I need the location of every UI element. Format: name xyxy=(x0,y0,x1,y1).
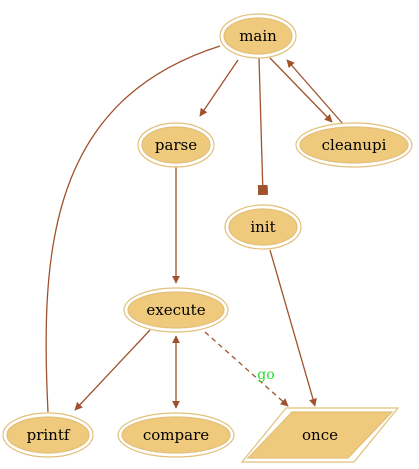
node-compare: compare xyxy=(117,412,235,458)
node-execute-shape xyxy=(127,291,225,329)
node-main-outer-border xyxy=(219,13,297,59)
node-init: init xyxy=(224,204,302,250)
node-printf: printf xyxy=(2,412,94,458)
edge-printf-to-main xyxy=(45,45,221,413)
node-cleanup: cleanupi xyxy=(295,122,413,168)
node-once-label: once xyxy=(302,426,338,444)
edge-main-to-cleanup xyxy=(269,57,333,123)
node-once: once xyxy=(240,407,400,463)
edges-layer xyxy=(45,45,344,413)
node-compare-label: compare xyxy=(143,426,209,444)
node-execute-label: execute xyxy=(146,301,205,319)
node-parse-label: parse xyxy=(155,136,197,154)
edge-labels-layer: go xyxy=(257,367,274,383)
node-cleanup-label: cleanupi xyxy=(322,136,387,154)
node-main-shape xyxy=(223,17,293,55)
edge-init-to-once xyxy=(269,249,317,407)
node-init-label: init xyxy=(250,218,275,236)
edge-label-go: go xyxy=(257,367,274,383)
node-main-label: main xyxy=(239,27,277,45)
node-compare-shape xyxy=(121,416,231,454)
node-once-shape xyxy=(246,411,394,459)
node-compare-outer-border xyxy=(117,412,235,458)
nodes-layer: main parse cleanupi init execute printf compar… xyxy=(2,13,413,463)
edge-execute-to-printf xyxy=(74,329,151,411)
node-parse-outer-border xyxy=(137,122,215,168)
node-main: main xyxy=(219,13,297,59)
node-init-shape xyxy=(228,208,298,246)
node-cleanup-shape xyxy=(299,126,409,164)
node-cleanup-outer-border xyxy=(295,122,413,168)
node-printf-shape xyxy=(6,416,90,454)
node-execute: execute xyxy=(123,287,229,333)
node-printf-outer-border xyxy=(2,412,94,458)
node-parse-shape xyxy=(141,126,211,164)
edge-main-to-parse xyxy=(199,59,239,117)
edge-cleanup-to-main xyxy=(286,59,344,125)
node-parse: parse xyxy=(137,122,215,168)
node-init-outer-border xyxy=(224,204,302,250)
node-once-outer-border xyxy=(240,407,400,463)
edge-execute-to-once xyxy=(204,331,289,407)
node-printf-label: printf xyxy=(27,426,71,444)
edge-main-to-init xyxy=(257,57,268,196)
node-execute-outer-border xyxy=(123,287,229,333)
